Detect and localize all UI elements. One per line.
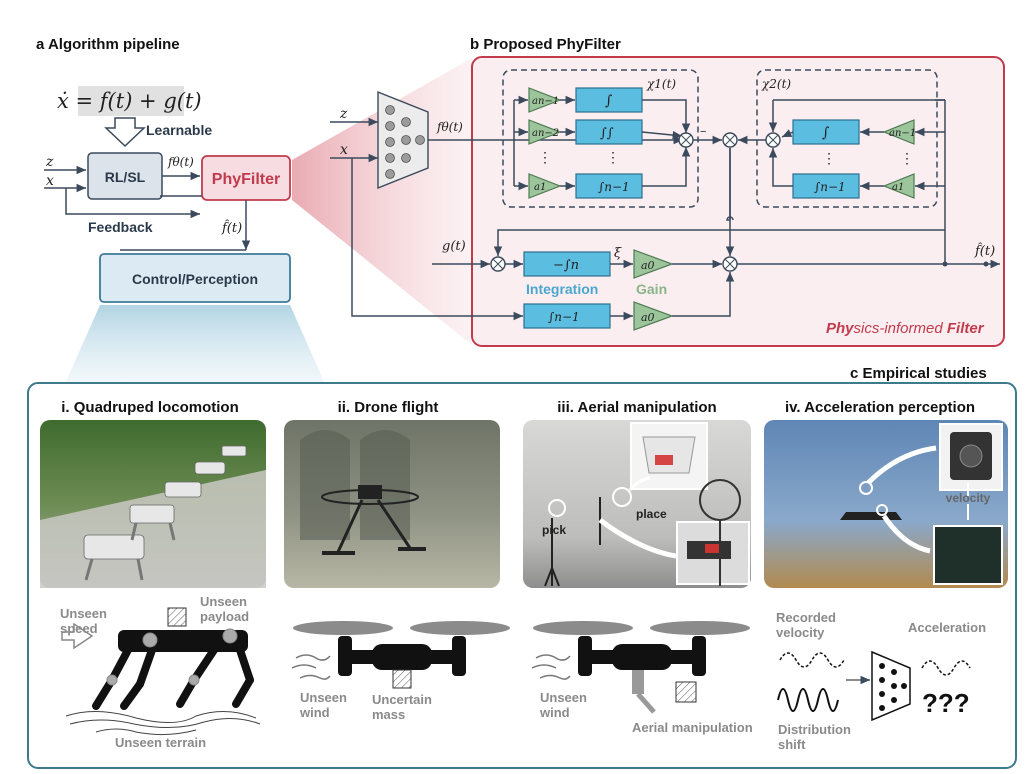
chi2-intn1: ∫n−1	[814, 180, 846, 194]
chi1-label: χ1(t)	[646, 77, 676, 91]
neg-integrator-box	[523, 251, 611, 277]
gain-triangle	[633, 249, 674, 279]
b-input-x: x	[340, 142, 348, 158]
b-input-z: z	[339, 106, 348, 122]
chi2-row-1	[781, 119, 945, 145]
learnable-highlight	[78, 86, 184, 116]
chi1-row-3	[514, 147, 691, 199]
chi2-box	[756, 69, 938, 208]
learnable-label: Learnable	[146, 122, 212, 138]
chi1-a1: a1	[534, 182, 546, 193]
title-quadruped: i. Quadruped locomotion	[61, 399, 239, 416]
input-x-label: x	[46, 173, 54, 189]
bottom-gain-a0: a0	[641, 311, 655, 324]
chi2-vdots-1: ⋮	[822, 150, 836, 166]
feedback-wire	[65, 188, 200, 219]
chi1-box	[502, 69, 699, 208]
panel-b-heading: b Proposed PhyFilter	[470, 36, 621, 53]
nn-neurons	[385, 105, 425, 179]
panel-c-heading: c Empirical studies	[850, 365, 987, 382]
acceleration-label: Acceleration	[908, 620, 986, 635]
chi1-an1: an−1	[532, 96, 559, 107]
chi1-an2: an−2	[532, 128, 559, 139]
rl-sl-label: RL/SL	[105, 169, 146, 185]
unseen-terrain: Unseen terrain	[115, 735, 206, 750]
learnable-arrow	[104, 117, 146, 148]
acceleration-illustration	[777, 650, 971, 722]
drone-illustration	[291, 621, 510, 689]
chi1-int2: ∫∫	[600, 126, 614, 141]
quadruped-illustration	[61, 607, 261, 736]
photo-acceleration	[764, 420, 1008, 588]
pick-label: pick	[542, 523, 566, 537]
photo-quadruped	[40, 420, 266, 588]
velocity-label: velocity	[946, 491, 991, 505]
aerial-manip-label: Aerial manipulation	[632, 720, 753, 735]
dynamics-equation: ẋ = f(t) + g(t)	[57, 89, 202, 113]
g-label: g(t)	[442, 239, 466, 254]
chi1-row-1	[514, 87, 691, 133]
chi2-row-2	[768, 148, 945, 199]
chi1-vdots-1: ⋮	[538, 149, 552, 165]
chi2-vdots-2: ⋮	[900, 150, 914, 166]
title-aerial: iii. Aerial manipulation	[557, 399, 716, 416]
aerial-manip-illustration	[531, 621, 750, 714]
title-acceleration: iv. Acceleration perception	[785, 399, 975, 416]
chi2-label: χ2(t)	[761, 77, 791, 91]
phyfilter-caption: Physics-informed Filter	[826, 320, 985, 337]
bottom-gain-triangle	[633, 301, 674, 331]
gain-label: Gain	[636, 281, 667, 297]
xi-label: ξ	[614, 246, 622, 261]
control-perception-box	[99, 253, 291, 303]
photo-aerial	[523, 420, 751, 588]
unknown-output: ???	[922, 688, 970, 718]
chi1-vdots-2: ⋮	[606, 149, 620, 165]
photo-drone	[284, 420, 500, 588]
chi2-an1: an−1	[889, 128, 916, 139]
title-drone: ii. Drone flight	[338, 399, 439, 416]
panel-a-heading: a Algorithm pipeline	[36, 36, 180, 53]
bottom-int-label: ∫n−1	[548, 310, 580, 324]
chi1-row-2	[514, 119, 683, 145]
chi1-int1: ∫	[605, 93, 612, 109]
chi1-intn1: ∫n−1	[598, 180, 630, 194]
f-hat-label: f̂(t)	[221, 219, 242, 236]
feedback-label: Feedback	[88, 219, 153, 235]
phyfilter-label: PhyFilter	[212, 171, 280, 188]
neg-int-label: −∫n	[553, 258, 579, 273]
b-f-theta-label: fθ(t)	[436, 120, 463, 134]
integration-label: Integration	[526, 281, 598, 297]
chi1-minus-sign: −	[700, 126, 706, 138]
place-label: place	[636, 507, 667, 521]
bottom-integrator-box	[523, 303, 611, 329]
chi2-a1: a1	[892, 182, 904, 193]
perception-fan	[60, 305, 330, 395]
x-to-bottom-integrator	[351, 158, 523, 321]
chi2-int1: ∫	[822, 125, 829, 141]
gain-a0: a0	[641, 259, 655, 272]
control-perception-label: Control/Perception	[132, 271, 258, 287]
feedback-to-integrator	[493, 229, 945, 256]
f-hat-output-label: f̂(t)	[974, 242, 995, 259]
f-theta-label: fθ(t)	[167, 155, 194, 169]
input-z-label: z	[45, 154, 54, 170]
